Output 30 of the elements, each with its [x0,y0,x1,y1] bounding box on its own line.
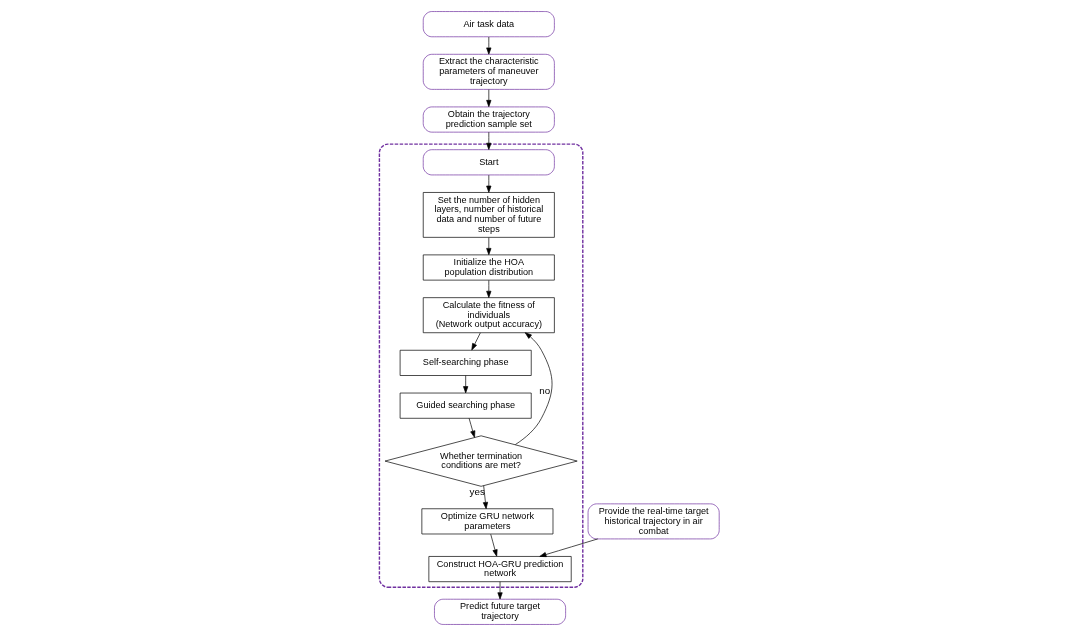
node-box: Self-searching phase [399,349,532,376]
arrow [496,581,503,600]
arrow [462,375,468,394]
node-box: Air task data [422,11,555,38]
arrow [514,332,552,445]
arrow [470,332,481,351]
arrow [485,131,491,150]
node-box: Set the number of hidden layers, number of historical data and number of future steps [422,192,555,238]
node-box: Predict future target trajectory [433,598,566,625]
node-box: Construct HOA-GRU prediction network [428,556,572,583]
node-box: Optimize GRU network parameters [421,508,553,535]
node-box: Guided searching phase [399,392,532,419]
arrow [485,280,491,298]
arrow [468,418,475,438]
arrow [489,533,498,557]
node-box: Initialize the HOA population distribution [422,254,555,281]
node-diamond: Whether termination conditions are met? [384,435,578,487]
edge-label: no [538,384,550,396]
arrow [485,36,491,55]
arrow [482,485,488,510]
arrow [485,237,491,256]
arrow [538,538,598,558]
edge-label: yes [469,485,485,497]
node-box: Calculate the fitness of individuals (Network output accuracy) [422,297,555,334]
node-box: Extract the characteristic parameters of maneuver trajectory [422,53,555,90]
node-box: Obtain the trajectory prediction sample set [422,106,555,133]
node-box: Start [422,149,555,176]
arrow [485,174,491,193]
arrow [485,89,491,107]
node-box: Provide the real-time target historical trajectory in air combat [587,503,720,540]
